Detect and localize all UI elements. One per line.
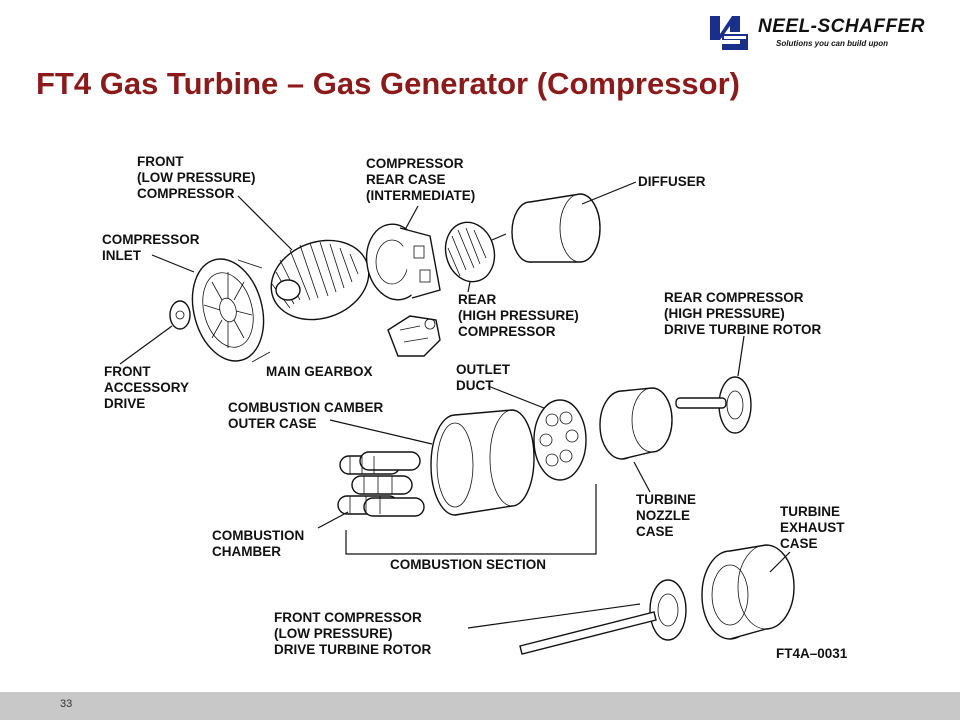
label-front-drive-turbine-rotor: FRONT COMPRESSOR (LOW PRESSURE) DRIVE TU… [274, 610, 432, 657]
leader-outlet-duct [487, 385, 545, 409]
outlet-duct-part [533, 399, 587, 481]
front-lp-compressor-part [270, 239, 370, 321]
neel-schaffer-logo-mark-icon [710, 16, 748, 50]
compressor-inlet-part [191, 258, 271, 363]
slide-title: FT4 Gas Turbine – Gas Generator (Compres… [36, 66, 740, 101]
combustion-chamber-part [337, 451, 425, 517]
leader-diffuser [581, 181, 637, 205]
compressor-rear-case-part [365, 223, 441, 301]
figure-code: FT4A–0031 [776, 646, 848, 661]
slide-footer: 33 [0, 692, 960, 720]
leader-front-lp-compressor [237, 195, 293, 251]
label-compressor-rear-case: COMPRESSOR REAR CASE (INTERMEDIATE) [366, 156, 475, 203]
label-front-lp-compressor: FRONT (LOW PRESSURE) COMPRESSOR [137, 154, 259, 201]
rear-hp-compressor-part [444, 221, 507, 283]
label-combustion-section: COMBUSTION SECTION [390, 557, 546, 572]
diffuser-part [511, 193, 601, 263]
combustion-section-bracket [345, 484, 597, 555]
main-gearbox-part [387, 315, 441, 357]
leader-rear-hp-compressor [467, 281, 471, 293]
company-logo: NEEL-SCHAFFER Solutions you can build up… [708, 12, 938, 52]
leader-front-accessory-drive [119, 325, 173, 365]
label-combustion-outer-case: COMBUSTION CAMBER OUTER CASE [228, 400, 387, 431]
label-compressor-inlet: COMPRESSOR INLET [102, 232, 203, 263]
label-combustion-chamber: COMBUSTION CHAMBER [212, 528, 308, 559]
leader-turbine-exhaust-case [769, 551, 791, 573]
label-rear-drive-turbine-rotor: REAR COMPRESSOR (HIGH PRESSURE) DRIVE TU… [664, 290, 822, 337]
leader-front-drive-rotor [467, 603, 641, 629]
leader-compressor-rear-case [405, 205, 419, 229]
front-accessory-drive-part [169, 300, 191, 330]
leader-compressor-inlet [151, 254, 195, 273]
label-diffuser: DIFFUSER [638, 174, 706, 189]
label-front-accessory-drive: FRONT ACCESSORY DRIVE [104, 364, 193, 411]
leader-combustion-outer-case [329, 419, 433, 445]
leader-turbine-nozzle-case [633, 461, 651, 493]
front-drive-turbine-rotor-part [519, 579, 687, 655]
combustion-outer-case-part [430, 409, 535, 516]
leader-lines [119, 181, 791, 629]
exploded-engine-diagram: FRONT (LOW PRESSURE) COMPRESSOR COMPRESS… [102, 154, 848, 661]
leader-rear-drive-rotor [737, 335, 745, 377]
label-rear-hp-compressor: REAR (HIGH PRESSURE) COMPRESSOR [458, 292, 583, 339]
logo-name: NEEL-SCHAFFER [758, 16, 925, 37]
label-turbine-nozzle-case: TURBINE NOZZLE CASE [636, 492, 700, 539]
rear-drive-turbine-rotor-part [675, 376, 752, 434]
label-main-gearbox: MAIN GEARBOX [266, 364, 373, 379]
label-turbine-exhaust-case: TURBINE EXHAUST CASE [780, 504, 848, 551]
turbine-nozzle-case-part [599, 387, 673, 460]
page-number: 33 [60, 698, 73, 710]
leader-combustion-chamber [317, 511, 349, 529]
turbine-exhaust-case-part [701, 544, 795, 640]
logo-tagline: Solutions you can build upon [776, 39, 888, 48]
label-outlet-duct: OUTLET DUCT [456, 362, 514, 393]
